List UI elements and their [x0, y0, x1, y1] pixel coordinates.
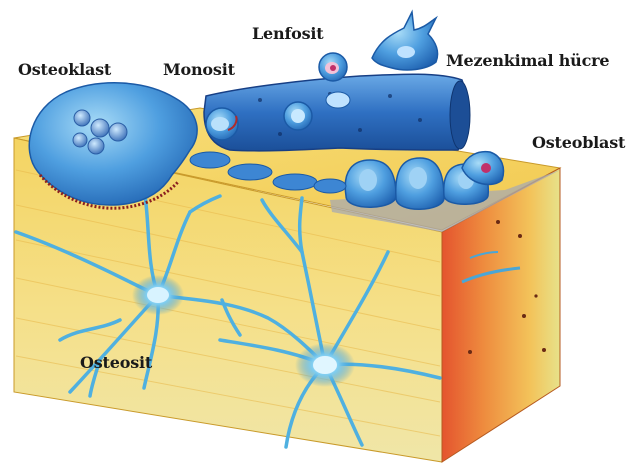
label-osteosit: Osteosit [80, 353, 152, 372]
label-lenfosit: Lenfosit [252, 24, 324, 43]
blood-vessel [204, 74, 470, 151]
label-mezenkimal-hucre: Mezenkimal hücre [446, 51, 609, 70]
lymphocyte-cell [319, 53, 347, 81]
osteoblast-cells [345, 152, 503, 210]
label-monosit: Monosit [163, 60, 235, 79]
label-osteoklast: Osteoklast [18, 60, 111, 79]
osteoclast-cell [29, 83, 197, 208]
vessel-lumen [450, 81, 470, 149]
label-osteoblast: Osteoblast [532, 133, 625, 152]
monocyte-cell [206, 108, 238, 140]
mesenchymal-cell [372, 12, 438, 70]
